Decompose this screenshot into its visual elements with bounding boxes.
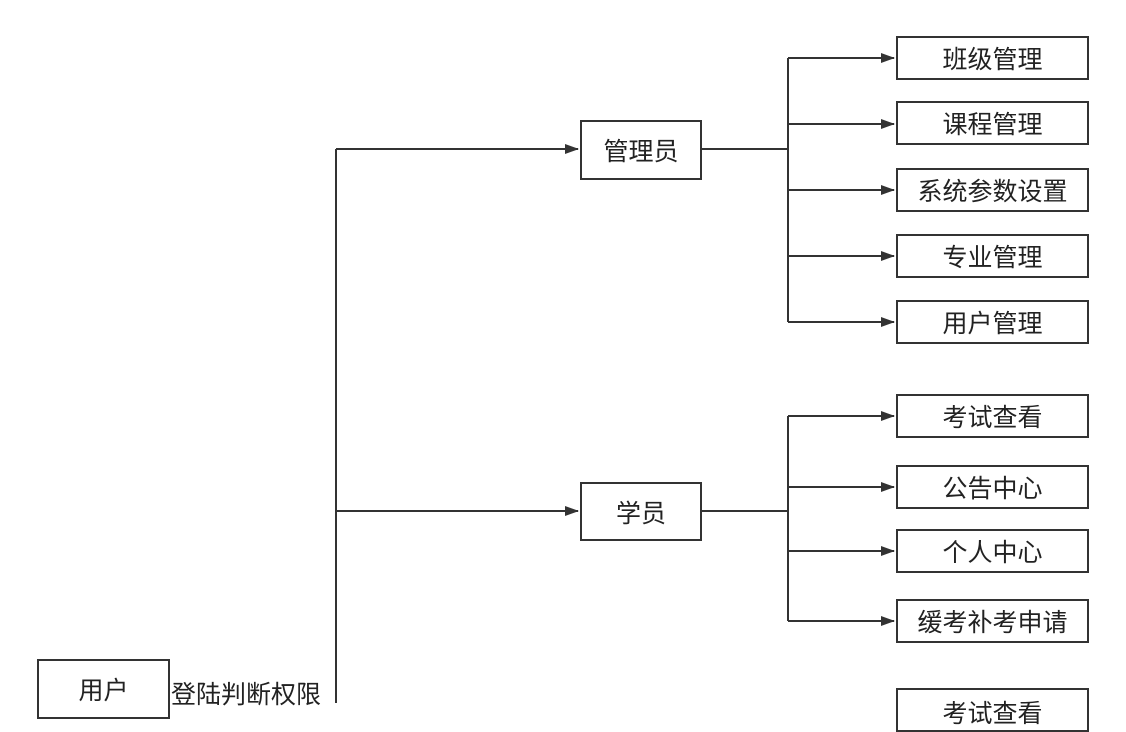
admin-child-node: 专业管理: [896, 234, 1089, 278]
admin-child-label: 用户管理: [942, 309, 1043, 338]
diagram-connectors: [335, 53, 895, 703]
root-node-label: 用户: [78, 676, 129, 705]
role-node-label: 管理员: [603, 137, 679, 166]
student-child-node: 考试查看: [896, 394, 1089, 438]
student-child-label: 考试查看: [942, 403, 1043, 432]
root-node-user: 用户: [37, 659, 170, 719]
role-node-student: 学员: [580, 482, 702, 541]
student-child-node: 个人中心: [896, 529, 1089, 573]
admin-child-label: 班级管理: [942, 45, 1043, 74]
role-node-admin: 管理员: [580, 120, 702, 180]
partial-child-node: 考试查看: [896, 688, 1089, 732]
admin-child-node: 用户管理: [896, 300, 1089, 344]
admin-child-label: 系统参数设置: [917, 177, 1068, 206]
role-node-label: 学员: [615, 498, 666, 528]
admin-child-node: 课程管理: [896, 101, 1089, 145]
admin-child-node: 班级管理: [896, 36, 1089, 80]
student-child-node: 公告中心: [896, 465, 1089, 509]
student-child-label: 缓考补考申请: [917, 608, 1068, 637]
root-edge-label: 登陆判断权限: [171, 680, 322, 709]
admin-child-label: 课程管理: [942, 110, 1043, 139]
partial-child-label: 考试查看: [942, 699, 1043, 728]
student-child-label: 个人中心: [942, 538, 1043, 567]
student-child-label: 公告中心: [942, 474, 1043, 503]
student-child-node: 缓考补考申请: [896, 599, 1089, 643]
admin-child-node: 系统参数设置: [896, 168, 1089, 212]
admin-child-label: 专业管理: [942, 243, 1043, 272]
